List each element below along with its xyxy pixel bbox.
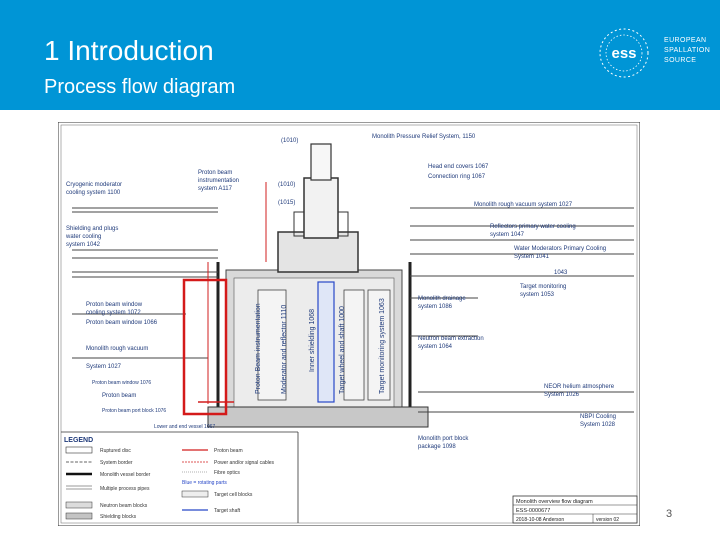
process-pipes: [72, 207, 634, 413]
label-port-2: package 1098: [418, 444, 456, 450]
label-1010: (1010): [278, 182, 295, 188]
legend-item-shielding-blocks: Shielding blocks: [100, 514, 137, 520]
label-he-2: System 1026: [544, 392, 580, 398]
legend-item-power-cables: Power and/or signal cables: [214, 460, 275, 466]
label-shield-1: Shielding and plugs: [66, 226, 118, 232]
label-refl-1: Reflectors primary water cooling: [490, 224, 576, 230]
vlabel-pbi: Proton Beam instrumentation: [255, 303, 262, 394]
label-nbe-2: system 1064: [418, 344, 453, 350]
label-proton-beam: Proton beam: [102, 393, 136, 399]
proton-beam-path: [198, 182, 267, 404]
label-wmod-2: System 1041: [514, 254, 550, 260]
label-1043: 1043: [554, 270, 568, 276]
legend-title: LEGEND: [64, 437, 93, 444]
ess-logo-icon: ess: [599, 28, 649, 78]
label-pbi-2: instrumentation: [198, 178, 239, 184]
label-tmon-1: Target monitoring: [520, 284, 566, 290]
legend-item-vessel-border: Monolith vessel border: [100, 472, 151, 478]
label-refl-2: system 1047: [490, 232, 525, 238]
legend-item-rotating: Blue = rotating parts: [182, 480, 227, 486]
process-flow-diagram: (1010) Monolith Pressure Relief System, …: [58, 122, 640, 526]
page-number: 3: [666, 508, 673, 520]
highlight-box: [182, 278, 228, 416]
vlabel-moderator: Moderator and reflector 1110: [281, 305, 288, 394]
title-block-date: 2018-10-08 Anderson: [516, 517, 564, 523]
vlabel-inner-shielding: Inner shielding 1068: [309, 309, 316, 372]
label-top-1010: (1010): [281, 138, 298, 144]
title-block: Monolith overview flow diagram ESS-00006…: [512, 495, 638, 524]
label-cryo-1: Cryogenic moderator: [66, 182, 122, 188]
label-head-end-covers: Head end covers 1067: [428, 164, 489, 170]
legend-item-system-border: System border: [100, 460, 133, 466]
page-subtitle: Process flow diagram: [44, 76, 236, 98]
vlabel-target-wheel: Target wheel and shaft 1000: [339, 306, 346, 394]
title-block-rev: version 02: [596, 517, 619, 523]
label-shield-3: system 1042: [66, 242, 101, 248]
label-1015: (1015): [278, 200, 295, 206]
label-monolith-rough-top: Monolith rough vacuum system 1027: [474, 202, 573, 208]
svg-text:ess: ess: [611, 45, 636, 62]
label-pbi-1: Proton beam: [198, 170, 232, 176]
label-drain-1: Monolith drainage: [418, 296, 466, 302]
label-connection-ring: Connection ring 1067: [428, 174, 486, 180]
label-mrv-1: Monolith rough vacuum: [86, 346, 148, 352]
label-port-1: Monolith port block: [418, 436, 469, 442]
label-nbe-1: Neutron beam extraction: [418, 336, 484, 342]
legend-item-neutron-blocks: Neutron beam blocks: [100, 503, 148, 509]
legend-item-fibre-optics: Fibre optics: [214, 470, 240, 476]
legend-item-ruptured-disc: Ruptured disc: [100, 448, 131, 454]
page-title: 1 Introduction: [44, 35, 214, 66]
label-pbw-3: Proton beam window 1066: [86, 320, 158, 326]
logo-text: EUROPEAN SPALLATION SOURCE: [664, 37, 711, 64]
monolith-vessel: [207, 143, 429, 428]
title-block-title: Monolith overview flow diagram: [516, 499, 593, 505]
label-drain-2: system 1086: [418, 304, 453, 310]
header-bar: 1 Introduction Process flow diagram ess …: [0, 0, 720, 110]
label-pbw-1: Proton beam window: [86, 302, 143, 308]
label-wmod-1: Water Moderators Primary Cooling: [514, 246, 606, 252]
legend-item-multiple-pipes: Multiple process pipes: [100, 486, 150, 492]
legend-item-target-cell: Target cell blocks: [214, 492, 253, 498]
label-mrv-2: System 1027: [86, 364, 122, 370]
label-shield-2: water cooling: [65, 234, 101, 240]
label-pbi-3: system A117: [198, 186, 233, 192]
vlabel-target-monitoring: Target monitoring system 1063: [379, 298, 386, 394]
legend: LEGEND Ruptured disc System border Monol…: [61, 431, 299, 523]
legend-item-proton-beam: Proton beam: [214, 448, 243, 454]
label-nbpi-1: NBPI Cooling: [580, 414, 616, 420]
label-he-1: NEOR helium atmosphere: [544, 384, 615, 390]
label-nbpi-2: System 1028: [580, 422, 616, 428]
label-cryo-2: cooling system 1100: [66, 190, 121, 196]
label-pbw-2: cooling system 1072: [86, 310, 141, 316]
legend-item-target-shaft: Target shaft: [214, 508, 241, 514]
label-pressure-relief: Monolith Pressure Relief System, 1150: [372, 134, 476, 140]
label-tmon-2: system 1053: [520, 292, 555, 298]
label-pbb: Proton beam port block 1076: [102, 408, 166, 414]
title-block-doc: ESS-0000677: [516, 508, 550, 514]
label-lower-end: Lower and end vessel 1067: [154, 424, 215, 430]
label-pbv: Proton beam window 1076: [92, 380, 151, 386]
